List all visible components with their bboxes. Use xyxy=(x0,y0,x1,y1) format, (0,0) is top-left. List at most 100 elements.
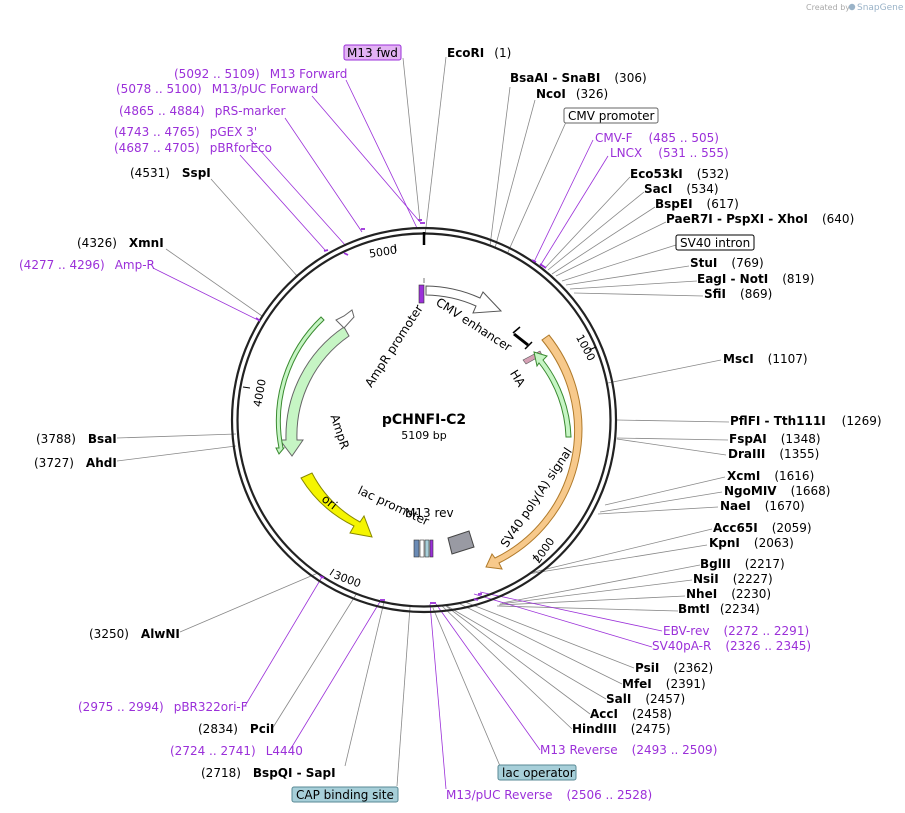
box-cmv-promoter xyxy=(563,107,659,124)
primer-m13-reverse: M13 Reverse xyxy=(540,743,618,757)
enzyme-nhei-pos: (2230) xyxy=(731,587,771,601)
enzyme-ngomiv-pos: (1668) xyxy=(791,484,831,498)
enzyme-draiii: DraIII xyxy=(728,447,765,461)
enzyme-paer7i-pos: (640) xyxy=(822,212,854,226)
enzyme-ncoi-pos: (326) xyxy=(576,87,608,101)
enzyme-stui-pos: (769) xyxy=(731,256,763,270)
enzyme-draiii-pos: (1355) xyxy=(779,447,819,461)
svg-text:(2718)BspQI - SapI: (2718)BspQI - SapI xyxy=(201,766,336,780)
primer-cmv-f: CMV-F xyxy=(595,131,633,145)
primer-m13puc-reverse-range: (2506 .. 2528) xyxy=(567,788,653,802)
feature-cmv-enhancer xyxy=(425,285,503,314)
plasmid-name: pCHNFI-C2 xyxy=(382,412,466,428)
box-lac-operator xyxy=(497,764,577,781)
enzyme-sfii-pos: (869) xyxy=(740,287,772,301)
enzyme-msci-pos: (1107) xyxy=(768,352,808,366)
svg-text:(2975 .. 2994)pBR322ori-F: (2975 .. 2994)pBR322ori-F xyxy=(78,700,248,714)
svg-text:(2724 .. 2741)L4440: (2724 .. 2741) L4440 xyxy=(170,744,303,758)
feature-ampr-promoter xyxy=(335,309,355,329)
enzyme-bsai: BsaI xyxy=(88,432,117,446)
enzyme-ngomiv: NgoMIV xyxy=(724,484,777,498)
svg-text:M13 Reverse(2493 .. 2509): M13 Reverse(2493 .. 2509) xyxy=(540,743,717,757)
feature-ampr xyxy=(279,326,350,457)
primer-l4440-range: (2724 .. 2741) xyxy=(170,744,256,758)
svg-text:AccI(2458): AccI(2458) xyxy=(590,707,672,721)
svg-text:(4277 .. 4296)Amp-R: (4277 .. 4296)Amp-R xyxy=(19,258,155,272)
primer-m13puc-reverse: M13/pUC Reverse xyxy=(446,788,553,802)
enzyme-nhei: NheI xyxy=(686,587,717,601)
box-m13-fwd xyxy=(343,44,402,61)
svg-text:MscI(1107): MscI(1107) xyxy=(723,352,808,366)
primer-pbrforeco: pBRforEco xyxy=(210,141,272,155)
enzyme-bspqi-pos: (2718) xyxy=(201,766,241,780)
enzyme-sfii: SfiI xyxy=(704,287,726,301)
svg-text:NheI(2230): NheI (2230) xyxy=(686,587,771,601)
box-sv40-intron-label: SV40 intron xyxy=(680,236,750,250)
enzyme-alwni: AlwNI xyxy=(141,627,180,641)
enzyme-saci: SacI xyxy=(644,182,672,196)
enzyme-pflfi: PflFI - Tth111I xyxy=(730,414,826,428)
enzyme-saci-pos: (534) xyxy=(686,182,718,196)
enzyme-eco53ki-pos: (532) xyxy=(697,167,729,181)
primer-l4440: L4440 xyxy=(266,744,303,758)
enzyme-psii-pos: (2362) xyxy=(673,661,713,675)
enzyme-bspei: BspEI xyxy=(655,197,693,211)
box-cmv-promoter-label: CMV promoter xyxy=(568,109,655,123)
svg-text:KpnI(2063): KpnI(2063) xyxy=(709,536,794,550)
svg-text:SV40pA-R(2326 .. 2345): SV40pA-R(2326 .. 2345) xyxy=(652,639,811,653)
leader-lines xyxy=(116,56,730,790)
feature-sv40-polya-block xyxy=(447,530,475,555)
svg-text:BmtI(2234): BmtI(2234) xyxy=(678,602,760,616)
enzyme-hindiii-pos: (2475) xyxy=(631,722,671,736)
enzyme-xcmi-pos: (1616) xyxy=(774,469,814,483)
plasmid-size: 5109 bp xyxy=(401,429,446,442)
enzyme-bmti: BmtI xyxy=(678,602,710,616)
box-sv40-intron xyxy=(675,234,755,251)
enzyme-kpni: KpnI xyxy=(709,536,740,550)
svg-text:(4865 .. 4884)pRS-marker: (4865 .. 4884)pRS-marker xyxy=(119,104,285,118)
primer-pgex3-range: (4743 .. 4765) xyxy=(114,125,200,139)
enzyme-acci-pos: (2458) xyxy=(632,707,672,721)
primer-ebv-rev-range: (2272 .. 2291) xyxy=(723,624,809,638)
enzyme-sspi: SspI xyxy=(182,166,211,180)
enzyme-ecori: EcoRI xyxy=(447,46,484,60)
enzyme-mfei: MfeI xyxy=(622,677,652,691)
primer-m13puc-forward-range: (5078 .. 5100) xyxy=(116,82,202,96)
enzyme-fspai-pos: (1348) xyxy=(781,432,821,446)
enzyme-labels-left: (4531)SspI (4326)XmnI (3788)BsaI (3727)A… xyxy=(34,166,336,780)
svg-text:SfiI(869): SfiI (869) xyxy=(704,287,772,301)
enzyme-bsaai: BsaAI - SnaBI xyxy=(510,71,600,85)
primer-pbr322ori-f: pBR322ori-F xyxy=(174,700,248,714)
primer-lncx-range: (531 .. 555) xyxy=(658,146,728,160)
enzyme-hindiii: HindIII xyxy=(572,722,617,736)
primer-amp-r: Amp-R xyxy=(115,258,155,272)
enzyme-bsai-pos: (3788) xyxy=(36,432,76,446)
svg-text:(5092 .. 5109)M13 Forward: (5092 .. 5109)M13 Forward xyxy=(174,67,347,81)
svg-text:(5078 .. 5100)M13/pUC Forward: (5078 .. 5100) M13/pUC Forward xyxy=(116,82,318,96)
label-m13-rev: M13 rev xyxy=(405,506,454,520)
tick-3000: 3000 xyxy=(332,569,363,591)
svg-text:PflFI - Tth111I(1269): PflFI - Tth111I(1269) xyxy=(730,414,882,428)
svg-text:(3788)BsaI: (3788) BsaI xyxy=(36,432,117,446)
box-m13-fwd-label: M13 fwd xyxy=(347,46,398,60)
svg-text:(4326)XmnI: (4326)XmnI xyxy=(77,236,164,250)
enzyme-nsii-pos: (2227) xyxy=(733,572,773,586)
svg-text:(3727)AhdI: (3727)AhdI xyxy=(34,456,117,470)
primer-sv40pa-r: SV40pA-R xyxy=(652,639,711,653)
feature-ori xyxy=(300,472,373,538)
enzyme-pcii: PciI xyxy=(250,722,275,736)
enzyme-acc65i-pos: (2059) xyxy=(772,521,812,535)
enzyme-stui: StuI xyxy=(690,256,717,270)
primer-m13puc-forward: M13/pUC Forward xyxy=(212,82,319,96)
backbone-outer xyxy=(230,226,618,614)
primer-prs-marker: pRS-marker xyxy=(215,104,286,118)
svg-text:FspAI(1348): FspAI(1348) xyxy=(729,432,821,446)
enzyme-xcmi: XcmI xyxy=(727,469,760,483)
feature-sv40-intron xyxy=(485,334,583,570)
svg-text:(4743 .. 4765)pGEX 3': (4743 .. 4765)pGEX 3' xyxy=(114,125,257,139)
svg-text:NaeI(1670): NaeI(1670) xyxy=(720,499,805,513)
svg-text:EagI - NotI(819): EagI - NotI(819) xyxy=(697,272,814,286)
svg-text:BspEI(617): BspEI(617) xyxy=(655,197,739,211)
feature-cmv-promoter-block xyxy=(418,284,425,304)
svg-text:PsiI(2362): PsiI(2362) xyxy=(635,661,713,675)
